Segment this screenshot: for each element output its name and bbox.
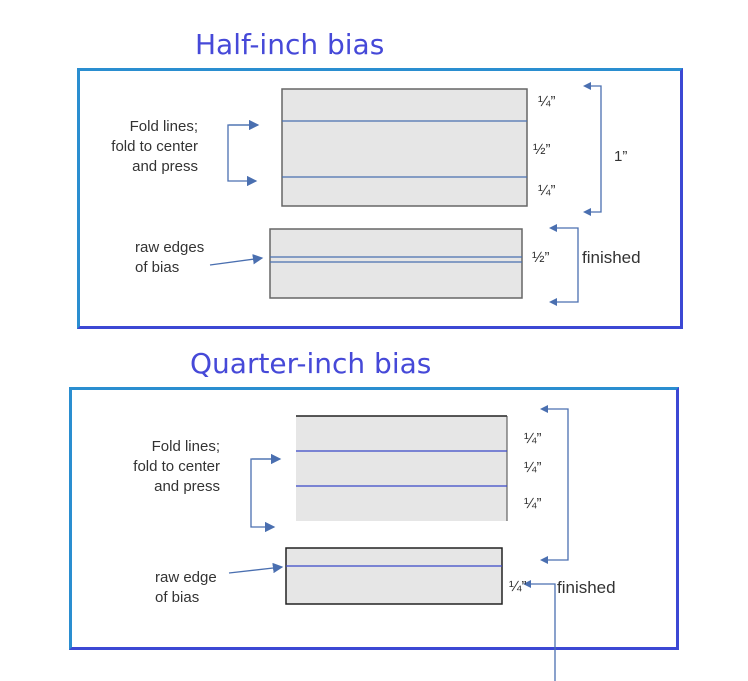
section-title-half-inch: Half-inch bias [195,28,385,61]
dimension-label: ¼” [524,459,542,476]
unfolded-strip [281,88,528,207]
fold-bracket-arrows [227,124,258,187]
total-bracket [545,408,569,561]
dimension-label: ¼” [538,93,556,110]
raw-edge-arrow [209,254,264,266]
folded-strip [269,228,523,299]
dimension-label: ½” [533,141,551,158]
unfolded-strip [296,416,507,521]
finished-label: finished [557,578,616,597]
dimension-label: ¼” [538,182,556,199]
finished-bracket [528,583,556,681]
raw-edge-arrow [228,562,284,574]
half-inch-panel [77,68,683,329]
finished-dimension-label: ¼” [509,578,527,595]
quarter-inch-panel [69,387,679,650]
finished-bracket [555,227,579,303]
folded-strip [285,547,503,605]
dimension-label: ¼” [524,495,542,512]
finished-label: finished [582,248,641,267]
total-width-label: 1” [614,148,628,165]
finished-dimension-label: ½” [532,249,550,266]
dimension-label: ¼” [524,430,542,447]
total-bracket [586,85,602,213]
section-title-quarter-inch: Quarter-inch bias [190,347,432,380]
fold-bracket-arrows [250,458,276,533]
